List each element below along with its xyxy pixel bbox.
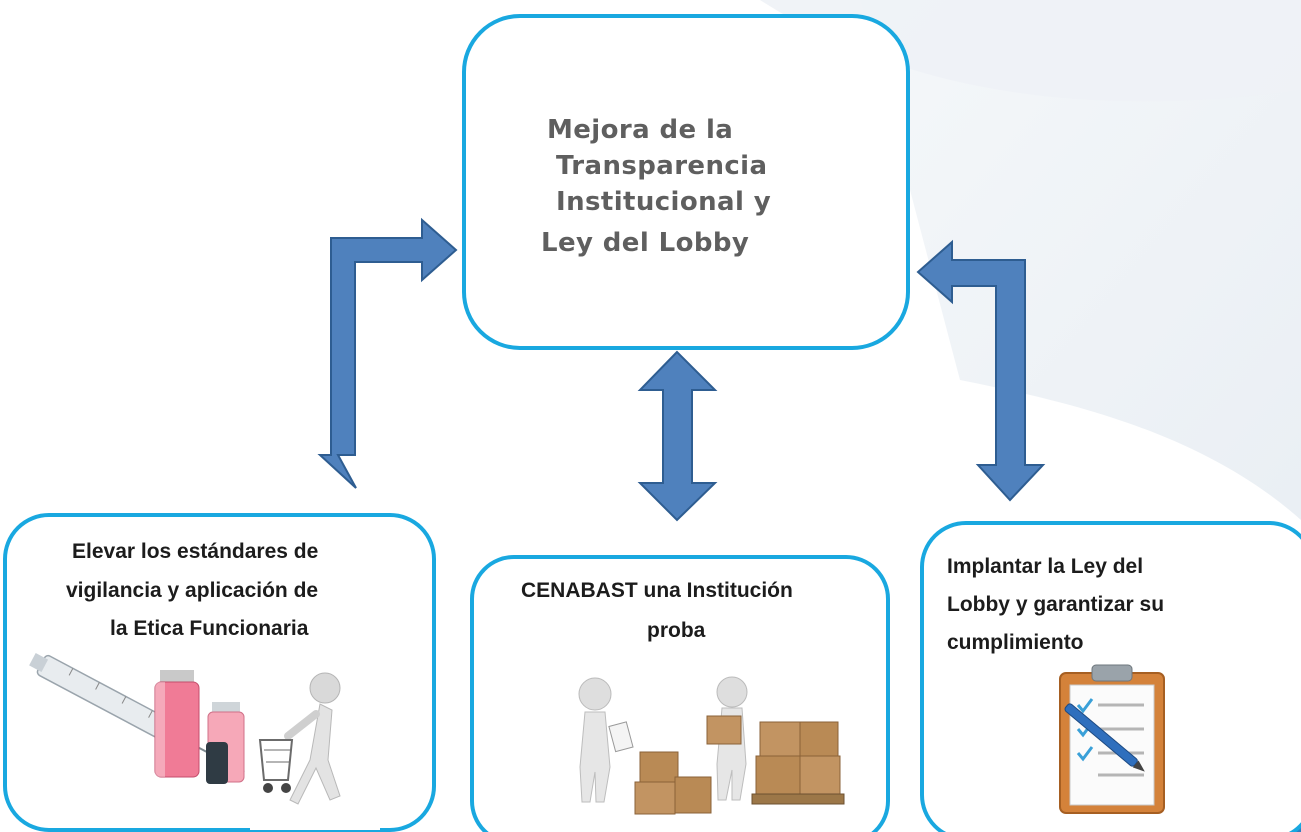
left-elbow-arrow [317,217,458,489]
figures-with-boxes-illustration [578,676,845,815]
right-elbow-arrow [916,239,1046,502]
center-double-arrow [637,350,718,522]
center-line-3: Institucional y [556,187,772,217]
center-line-2: Transparencia [556,151,768,181]
center-line-4: Ley del Lobby [541,228,750,258]
institution-line-2: proba [647,619,706,642]
center-goal-box [462,14,910,350]
center-line-1: Mejora de la [547,115,734,145]
lobby-line-3: cumplimiento [947,631,1084,654]
ethics-line-1: Elevar los estándares de [72,540,319,563]
clipboard-checklist-icon [1040,655,1180,825]
ethics-line-3: la Etica Funcionaria [110,617,309,640]
institution-line-1: CENABAST una Institución [521,579,793,602]
lobby-line-1: Implantar la Ley del [947,555,1144,578]
ethics-line-2: vigilancia y aplicación de [66,579,319,602]
syringe-vials-cart-illustration [29,653,380,830]
lobby-line-2: Lobby y garantizar su [947,593,1165,616]
